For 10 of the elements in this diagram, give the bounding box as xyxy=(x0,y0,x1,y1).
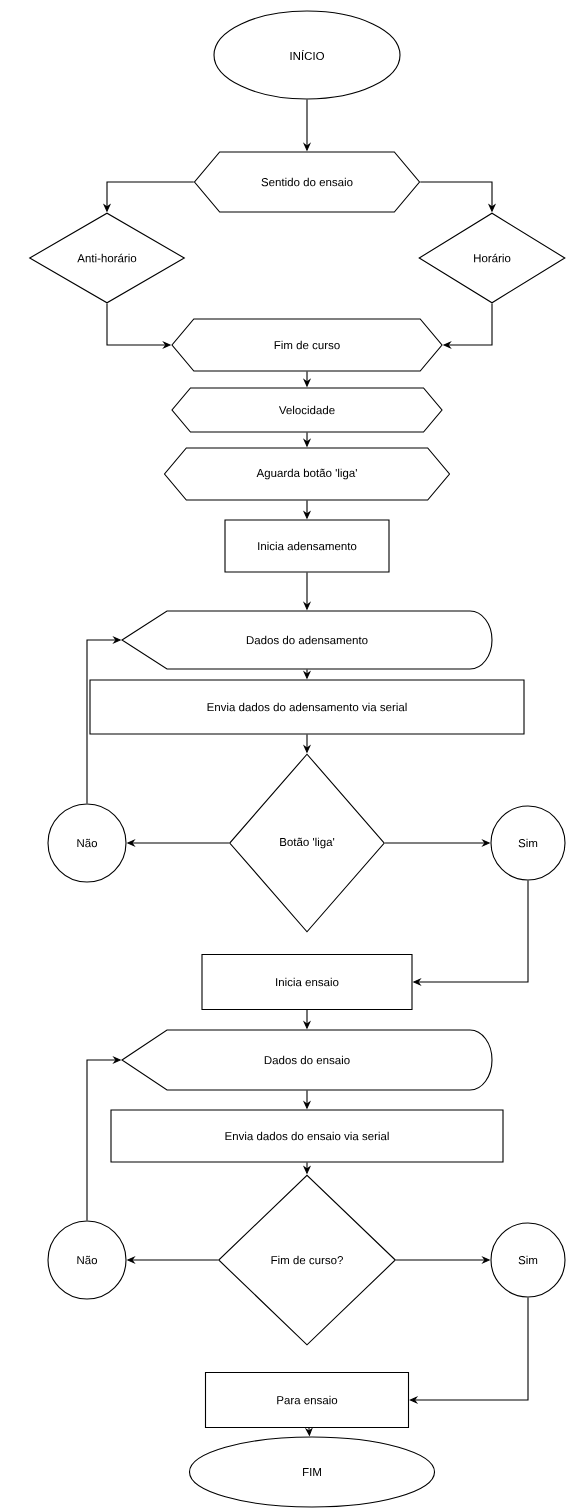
process-box: Inicia ensaio xyxy=(201,953,413,1011)
preparation-hexagon: Sentido do ensaio xyxy=(193,151,421,213)
arrow xyxy=(409,1297,529,1405)
process-box: Envia dados do ensaio via serial xyxy=(110,1109,504,1163)
process-box: Inicia adensamento xyxy=(224,519,390,573)
preparation-hexagon: Fim de curso xyxy=(171,318,443,372)
preparation-hexagon: Velocidade xyxy=(171,387,443,433)
preparation-hexagon: Aguarda botão 'liga' xyxy=(163,447,451,501)
process-box: Para ensaio xyxy=(204,1371,410,1429)
process-box: Envia dados do adensamento via serial xyxy=(89,679,525,735)
